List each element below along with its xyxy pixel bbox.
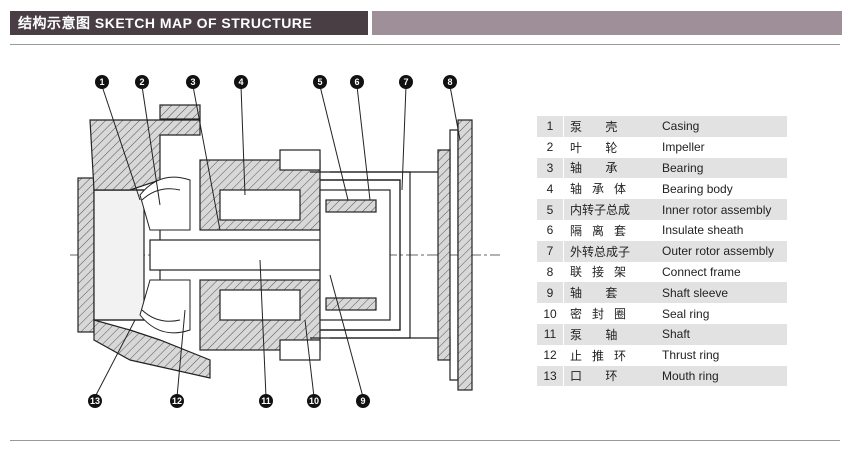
svg-text:4: 4 [238, 77, 243, 87]
svg-text:5: 5 [317, 77, 322, 87]
part-name-cn: 泵 轴 [564, 323, 658, 345]
part-name-cn: 内转子总成 [564, 199, 658, 220]
svg-text:9: 9 [360, 396, 365, 406]
svg-text:1: 1 [99, 77, 104, 87]
part-name-en: Insulate sheath [658, 219, 787, 241]
callout-10: 10 [304, 319, 321, 408]
svg-text:8: 8 [447, 77, 452, 87]
part-number: 2 [537, 136, 563, 158]
part-name-cn: 轴承体 [564, 178, 658, 200]
bottom-divider [10, 440, 840, 441]
page-title: 结构示意图 SKETCH MAP OF STRUCTURE [10, 11, 368, 35]
callout-2: 2 [135, 75, 161, 206]
part-name-cn: 外转总成子 [564, 240, 658, 262]
svg-text:12: 12 [172, 396, 182, 406]
svg-text:3: 3 [190, 77, 195, 87]
svg-text:6: 6 [354, 77, 359, 87]
part-name-cn: 口 环 [564, 365, 658, 387]
callout-1: 1 [95, 75, 141, 201]
part-name-en: Outer rotor assembly [658, 240, 787, 262]
part-name-en: Mouth ring [658, 365, 787, 387]
part-name-en: Bearing [658, 157, 787, 179]
header-accent-band [372, 11, 842, 35]
casing-shape [77, 104, 211, 379]
part-name-en: Seal ring [658, 303, 787, 324]
callout-9: 9 [329, 274, 370, 408]
rotor-assembly-shape [310, 171, 411, 339]
svg-text:2: 2 [139, 77, 144, 87]
part-number: 8 [537, 261, 563, 283]
callout-4: 4 [234, 75, 248, 196]
part-name-cn: 叶 轮 [564, 136, 658, 158]
part-number: 5 [537, 199, 563, 220]
part-number: 10 [537, 303, 563, 324]
callout-3: 3 [186, 75, 221, 231]
connect-frame-shape [330, 119, 473, 391]
callout-13: 13 [88, 319, 136, 408]
part-name-en: Shaft [658, 323, 787, 345]
header-bar: 结构示意图 SKETCH MAP OF STRUCTURE [0, 5, 850, 35]
svg-text:10: 10 [309, 396, 319, 406]
part-name-en: Thrust ring [658, 344, 787, 366]
part-name-cn: 密封圈 [564, 303, 658, 324]
part-name-en: Impeller [658, 136, 787, 158]
part-name-cn: 轴 承 [564, 157, 658, 179]
part-name-cn: 泵 壳 [564, 116, 658, 137]
impeller-shape [139, 176, 191, 334]
part-number: 11 [537, 323, 563, 345]
part-name-en: Inner rotor assembly [658, 199, 787, 220]
svg-text:7: 7 [403, 77, 408, 87]
callout-12: 12 [170, 309, 186, 408]
callout-6: 6 [350, 75, 371, 201]
pump-structure-diagram: 1 2 3 4 5 6 7 8 13 12 11 10 9 [70, 75, 500, 408]
part-name-cn: 联接架 [564, 261, 658, 283]
svg-text:11: 11 [261, 396, 271, 406]
callout-8: 8 [443, 75, 461, 141]
callout-7: 7 [399, 75, 413, 191]
part-number: 3 [537, 157, 563, 179]
part-number: 1 [537, 116, 563, 137]
svg-text:13: 13 [90, 396, 100, 406]
part-number: 12 [537, 344, 563, 366]
callout-5: 5 [313, 75, 349, 201]
part-number: 13 [537, 365, 563, 387]
part-name-en: Connect frame [658, 261, 787, 283]
part-name-cn: 隔离套 [564, 219, 658, 241]
part-number: 4 [537, 178, 563, 200]
part-number: 9 [537, 282, 563, 304]
part-name-en: Shaft sleeve [658, 282, 787, 304]
top-divider [10, 44, 840, 45]
part-name-en: Casing [658, 116, 787, 137]
part-name-cn: 轴 套 [564, 282, 658, 304]
part-name-en: Bearing body [658, 178, 787, 200]
part-number: 6 [537, 219, 563, 241]
callout-11: 11 [259, 259, 273, 408]
part-name-cn: 止推环 [564, 344, 658, 366]
part-number: 7 [537, 240, 563, 262]
